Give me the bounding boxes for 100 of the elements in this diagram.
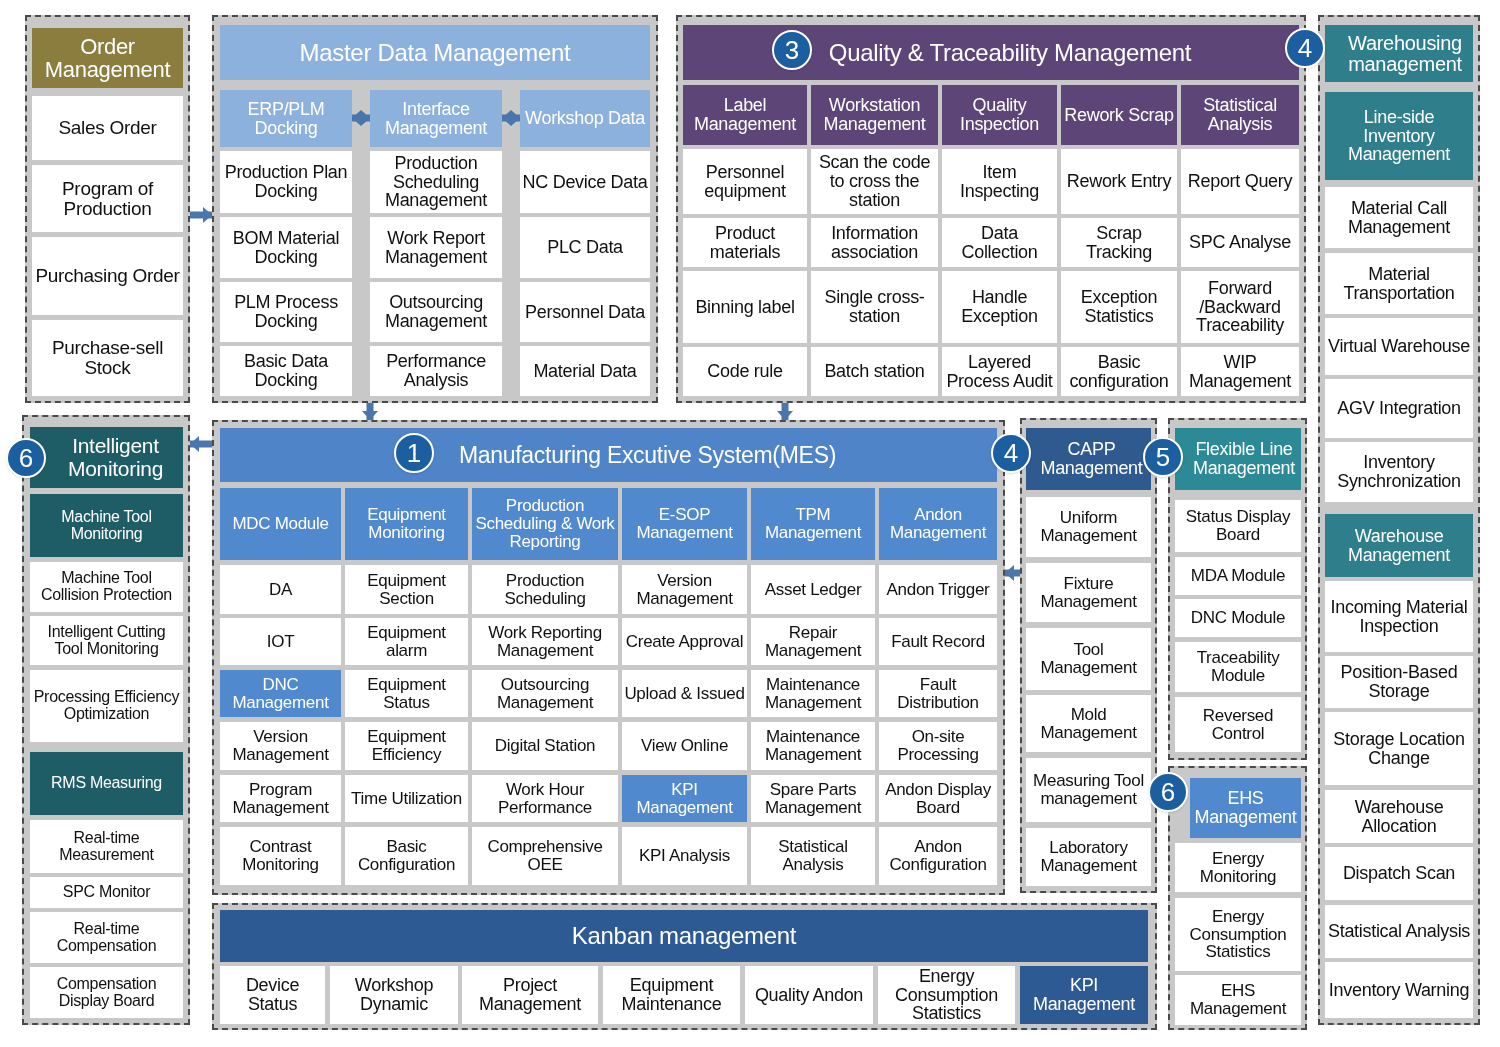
function-item: Machine Tool Collision Protection <box>30 562 183 612</box>
function-item: Traceability Module <box>1175 642 1301 692</box>
function-item: Statistical Analysis <box>1325 905 1473 958</box>
function-item: Sales Order <box>32 96 183 160</box>
function-item: Item Inspecting <box>942 149 1057 214</box>
function-item: Dispatch Scan <box>1325 847 1473 900</box>
panel-title: EHS Management <box>1190 778 1301 838</box>
function-item: Binning label <box>683 271 807 343</box>
function-item: Status Display Board <box>1175 500 1301 552</box>
section-header: Warehouse Management <box>1325 514 1473 577</box>
function-item: Single cross-station <box>811 271 938 343</box>
section-header: Workstation Management <box>811 85 938 145</box>
function-item: NC Device Data <box>520 151 650 213</box>
function-item: Production Scheduling <box>472 565 618 614</box>
function-item: Intelligent Cutting Tool Monitoring <box>30 616 183 665</box>
function-item: Work Reporting Management <box>472 618 618 665</box>
function-item: Program Management <box>220 775 341 822</box>
function-item: Report Query <box>1181 149 1299 214</box>
function-item: Production Plan Docking <box>220 151 352 213</box>
highlighted-item: KPI Management <box>1020 966 1148 1024</box>
function-item: View Online <box>622 722 747 770</box>
function-item: Time Utilization <box>345 775 468 822</box>
function-item: Basic configuration <box>1061 347 1177 396</box>
section-header: Production Scheduling & Work Reporting <box>472 488 618 560</box>
module-panel <box>212 15 658 403</box>
function-item: Laboratory Management <box>1026 828 1151 886</box>
function-item: Fixture Management <box>1026 563 1151 622</box>
function-item: Basic Configuration <box>345 827 468 885</box>
function-item: Material Data <box>520 346 650 396</box>
section-header: MDC Module <box>220 488 341 560</box>
section-header: Andon Management <box>879 488 997 560</box>
highlighted-item: DNC Management <box>220 670 341 717</box>
arrow <box>1005 565 1020 581</box>
function-item: Energy Monitoring <box>1175 843 1301 892</box>
panel-title: Master Data Management <box>220 25 650 80</box>
function-item: Equipment alarm <box>345 618 468 665</box>
section-header: Statistical Analysis <box>1181 85 1299 145</box>
function-item: Maintenance Management <box>751 670 875 717</box>
module-panel <box>1318 15 1480 1025</box>
function-item: Purchasing Order <box>32 237 183 315</box>
function-item: AGV Integration <box>1325 379 1473 438</box>
function-item: Maintenance Management <box>751 722 875 770</box>
function-item: Version Management <box>220 722 341 770</box>
arrow <box>190 436 212 452</box>
function-item: Spare Parts Management <box>751 775 875 822</box>
function-item: Scrap Tracking <box>1061 218 1177 267</box>
function-item: Processing Efficiency Optimization <box>30 670 183 742</box>
module-panel <box>212 903 1157 1030</box>
function-item: Personnel equipment <box>683 149 807 214</box>
function-item: Project Management <box>462 966 598 1024</box>
function-item: Material Call Management <box>1325 187 1473 248</box>
function-item: Digital Station <box>472 722 618 770</box>
section-header: Workshop Data <box>520 90 650 147</box>
function-item: Data Collection <box>942 218 1057 267</box>
function-item: Energy Consumption Statistics <box>878 966 1015 1024</box>
function-item: Inventory Warning <box>1325 962 1473 1018</box>
arrow <box>190 207 212 223</box>
function-item: SPC Monitor <box>30 877 183 908</box>
function-item: Real-time Compensation <box>30 912 183 963</box>
function-item: Storage Location Change <box>1325 712 1473 785</box>
function-item: Inventory Synchronization <box>1325 442 1473 502</box>
function-item: Device Status <box>220 966 325 1024</box>
function-item: Repair Management <box>751 618 875 665</box>
panel-title: Kanban management <box>220 910 1148 962</box>
function-item: Scan the code to cross the station <box>811 149 938 214</box>
function-item: Andon Display Board <box>879 775 997 822</box>
function-item: Asset Ledger <box>751 565 875 614</box>
function-item: Equipment Maintenance <box>603 966 740 1024</box>
function-item: Fault Record <box>879 618 997 665</box>
function-item: Uniform Management <box>1026 497 1151 557</box>
callout-number: 6 <box>6 438 46 478</box>
module-panel <box>212 420 1005 895</box>
function-item: Mold Management <box>1026 695 1151 752</box>
function-item: BOM Material Docking <box>220 217 352 278</box>
section-header: Quality Inspection <box>942 85 1057 145</box>
function-item: Create Approval <box>622 618 747 665</box>
function-item: Program of Production <box>32 165 183 232</box>
function-item: Product materials <box>683 218 807 267</box>
function-item: Andon Trigger <box>879 565 997 614</box>
module-panel <box>1168 418 1307 760</box>
function-item: Handle Exception <box>942 271 1057 343</box>
function-item: Code rule <box>683 347 807 396</box>
function-item: Warehouse Allocation <box>1325 790 1473 843</box>
function-item: Information association <box>811 218 938 267</box>
module-panel <box>22 415 190 1025</box>
function-item: Material Transportation <box>1325 253 1473 314</box>
panel-title: Warehousing management <box>1325 25 1473 82</box>
function-item: Tool Management <box>1026 628 1151 690</box>
arrow <box>362 403 378 420</box>
function-item: DA <box>220 565 341 614</box>
function-item: EHS Management <box>1175 975 1301 1025</box>
function-item: Reversed Control <box>1175 697 1301 752</box>
section-header: E-SOP Management <box>622 488 747 560</box>
function-item: Equipment Efficiency <box>345 722 468 770</box>
section-header: Interface Management <box>370 90 502 147</box>
panel-title: Flexible Line Management <box>1175 428 1301 490</box>
section-header: Rework Scrap <box>1061 85 1177 145</box>
function-item: Batch station <box>811 347 938 396</box>
module-panel <box>1020 418 1157 893</box>
function-item: On-site Processing <box>879 722 997 770</box>
